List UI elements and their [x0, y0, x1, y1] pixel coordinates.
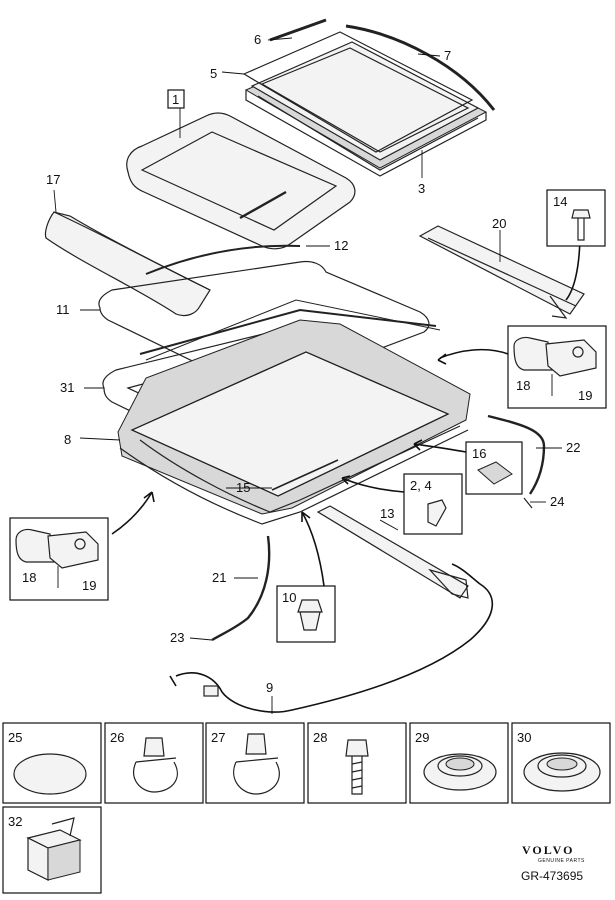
grid-box-25: 25 [2, 722, 102, 804]
grid-label-28: 28 [313, 730, 327, 745]
document-id: GR-473695 [521, 869, 583, 883]
detail-box-18-19-left [9, 517, 109, 601]
callout-3: 3 [418, 181, 425, 196]
grid-box-29: 29 [409, 722, 509, 804]
grid-box-27: 27 [205, 722, 305, 804]
callout-12: 12 [334, 238, 348, 253]
volvo-brand: VOLVO GENUINE PARTS [522, 843, 585, 864]
callout-21: 21 [212, 570, 226, 585]
label-box-1 [167, 89, 185, 109]
callout-1: 1 [172, 92, 179, 107]
callout-2-4: 2, 4 [410, 478, 432, 493]
callout-14: 14 [553, 194, 567, 209]
part-3-sunroof-cassette [244, 41, 488, 177]
callout-22: 22 [566, 440, 580, 455]
part-5-seal [242, 31, 474, 153]
grid-label-30: 30 [517, 730, 531, 745]
callout-19-left: 19 [82, 578, 96, 593]
part-12-seal-strip [145, 244, 301, 275]
callout-8: 8 [64, 432, 71, 447]
callout-5: 5 [210, 66, 217, 81]
part-6-wind-deflector [269, 18, 327, 42]
callout-20: 20 [492, 216, 506, 231]
part-8-sunroof-frame [117, 299, 471, 525]
grid-label-32: 32 [8, 814, 22, 829]
part-22-drain-hose [487, 414, 546, 509]
part-17-wind-deflector [44, 211, 211, 317]
callout-7: 7 [444, 48, 451, 63]
callout-15: 15 [236, 480, 250, 495]
callout-13: 13 [380, 506, 394, 521]
part-11-frame-seal [98, 260, 430, 392]
parts-grid: 25 26 27 28 29 [2, 722, 611, 894]
callout-10: 10 [282, 590, 296, 605]
grid-box-26: 26 [104, 722, 204, 804]
grid-label-26: 26 [110, 730, 124, 745]
brand-name: VOLVO [522, 843, 574, 857]
grid-label-29: 29 [415, 730, 429, 745]
leader-lines [53, 37, 562, 714]
callout-9: 9 [266, 680, 273, 695]
callout-23: 23 [170, 630, 184, 645]
callout-18-right: 18 [516, 378, 530, 393]
callout-6: 6 [254, 32, 261, 47]
detail-box-10 [276, 585, 336, 643]
part-1-glass-panel [126, 112, 356, 250]
callout-18-left: 18 [22, 570, 36, 585]
grid-label-25: 25 [8, 730, 22, 745]
detail-box-18-19-right [507, 325, 607, 409]
part-9-cable-harness [169, 563, 494, 713]
callout-31: 31 [60, 380, 74, 395]
callout-11: 11 [56, 302, 70, 317]
detail-box-2-4 [403, 473, 463, 535]
callout-16: 16 [472, 446, 486, 461]
detail-box-16 [465, 441, 523, 495]
part-21-drain-hose [211, 535, 271, 642]
detail-box-14 [546, 189, 606, 247]
part-13-guide-rail [316, 505, 469, 599]
grid-box-28: 28 [307, 722, 407, 804]
grid-box-32: 32 [2, 806, 102, 894]
callout-17: 17 [46, 172, 60, 187]
callout-labels: 1 6 5 7 3 17 12 11 31 8 20 14 18 19 16 2… [22, 32, 592, 695]
part-15-seal [271, 459, 339, 491]
brand-sub: GENUINE PARTS [538, 858, 585, 864]
callout-24: 24 [550, 494, 564, 509]
part-20-sunshade [418, 225, 585, 319]
grid-box-30: 30 [511, 722, 611, 804]
grid-label-27: 27 [211, 730, 225, 745]
callout-19-right: 19 [578, 388, 592, 403]
